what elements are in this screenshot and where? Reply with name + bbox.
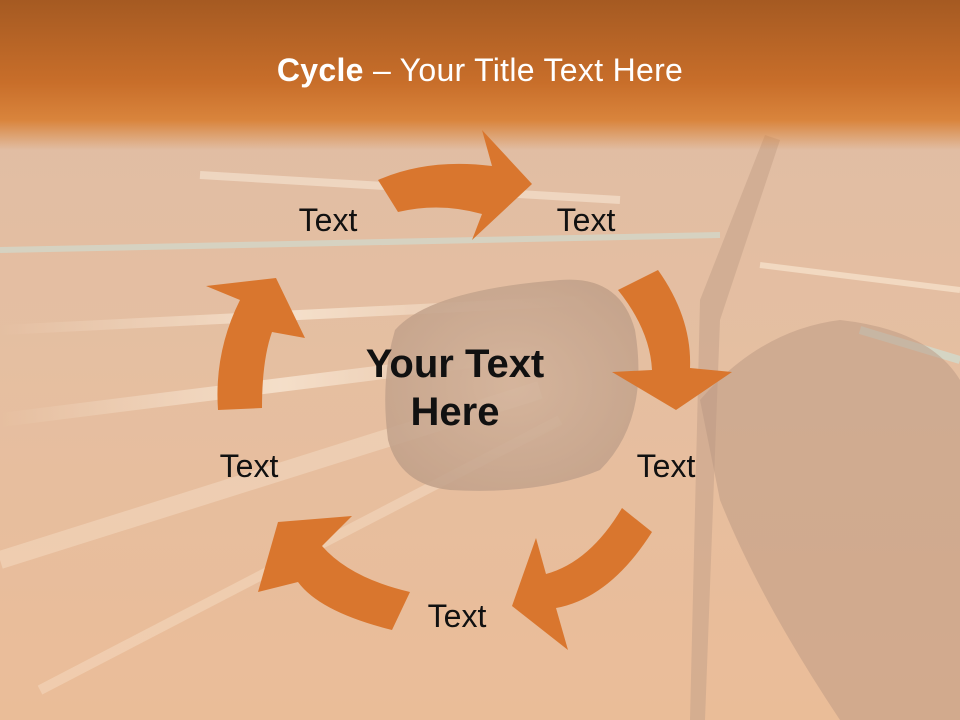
car-side-mirror	[385, 279, 639, 491]
cycle-label-4: Text	[427, 598, 487, 634]
light-streak	[759, 262, 960, 293]
center-text-line-1: Your Text	[365, 342, 545, 386]
cycle-arrow-3	[512, 508, 652, 650]
slide-title-strong: Cycle	[276, 52, 364, 88]
cycle-arrow-2	[612, 270, 732, 410]
slide-title: Cycle – Your Title Text Here	[0, 52, 960, 89]
slide-title-rest: – Your Title Text Here	[363, 52, 684, 88]
car-door-shadow	[700, 320, 960, 720]
car-window-pillar	[690, 135, 780, 720]
light-streak	[0, 232, 721, 253]
title-band	[0, 0, 960, 150]
cycle-label-3: Text	[636, 448, 696, 484]
cycle-label-1: Text	[298, 202, 358, 238]
cycle-label-2: Text	[556, 202, 616, 238]
cycle-arrow-1	[378, 130, 532, 240]
center-text: Your Text Here	[330, 340, 580, 436]
cycle-arrow-4	[258, 516, 410, 630]
center-text-line-2: Here	[410, 390, 500, 434]
cycle-arrow-5	[206, 278, 305, 410]
cycle-label-5: Text	[219, 448, 279, 484]
